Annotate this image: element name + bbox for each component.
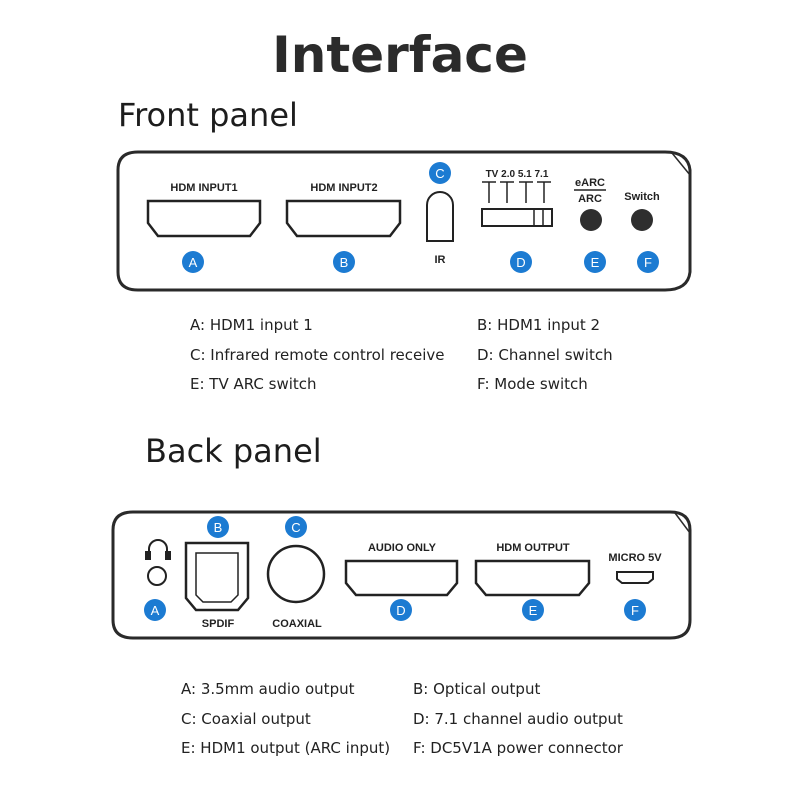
front-panel: HDM INPUT1 HDM INPUT2 IR TV 2.0 5.1 7.1 … <box>116 150 692 292</box>
front-panel-outline <box>116 150 692 292</box>
svg-text:F: F <box>631 603 639 618</box>
back-legend-d: D: 7.1 channel audio output <box>413 710 623 728</box>
svg-text:A: A <box>189 255 198 270</box>
back-legend-b: B: Optical output <box>413 680 541 698</box>
channel-ticks-label: TV 2.0 5.1 7.1 <box>486 169 549 180</box>
hdmi-input2-port <box>285 199 402 238</box>
svg-text:C: C <box>291 520 300 535</box>
front-legend-f: F: Mode switch <box>477 375 588 393</box>
earc-label: eARC <box>575 177 605 189</box>
svg-text:E: E <box>529 603 538 618</box>
back-badge-d: D <box>390 599 412 621</box>
switch-label: Switch <box>624 191 660 203</box>
svg-text:A: A <box>151 603 160 618</box>
front-panel-heading: Front panel <box>118 96 298 134</box>
page-title: Interface <box>272 26 528 84</box>
front-legend-b: B: HDM1 input 2 <box>477 316 601 334</box>
front-legend-c: C: Infrared remote control receive <box>190 346 445 364</box>
svg-text:F: F <box>644 255 652 270</box>
channel-tick-marks <box>482 181 551 203</box>
back-panel-outline <box>111 510 692 640</box>
back-panel-edge <box>674 512 691 534</box>
back-legend-a: A: 3.5mm audio output <box>181 680 355 698</box>
channel-switch-knob <box>533 208 544 227</box>
back-legend-e: E: HDM1 output (ARC input) <box>181 739 391 757</box>
coaxial-label: COAXIAL <box>272 618 322 630</box>
back-legend-f: F: DC5V1A power connector <box>413 739 623 757</box>
svg-text:D: D <box>516 255 525 270</box>
audio-jack-port <box>147 566 167 586</box>
micro-usb-port <box>616 571 654 584</box>
front-legend-a: A: HDM1 input 1 <box>190 316 313 334</box>
back-badge-c: C <box>285 516 307 538</box>
spdif-port-outer <box>184 541 250 612</box>
channel-switch <box>481 208 553 227</box>
front-legend-e: E: TV ARC switch <box>190 375 317 393</box>
svg-text:E: E <box>591 255 600 270</box>
back-badge-b: B <box>207 516 229 538</box>
back-badge-e: E <box>522 599 544 621</box>
coaxial-port <box>266 544 326 604</box>
mode-switch-button <box>631 209 653 231</box>
micro-5v-label: MICRO 5V <box>608 552 662 564</box>
spdif-port-inner <box>195 552 239 603</box>
front-badge-f: F <box>637 251 659 273</box>
back-badge-a: A <box>144 599 166 621</box>
back-panel: SPDIF COAXIAL AUDIO ONLY HDM OUTPUT MICR… <box>111 510 692 640</box>
front-badge-c: C <box>429 162 451 184</box>
hdmi-output-label: HDM OUTPUT <box>496 542 570 554</box>
hdmi-input2-label: HDM INPUT2 <box>310 182 377 194</box>
arc-button <box>580 209 602 231</box>
headphone-icon <box>145 539 171 560</box>
svg-text:C: C <box>435 166 444 181</box>
back-panel-heading: Back panel <box>145 432 322 470</box>
audio-only-hdmi-port <box>344 559 459 597</box>
ir-receiver <box>426 191 454 242</box>
hdmi-input1-port <box>146 199 262 238</box>
back-legend-c: C: Coaxial output <box>181 710 311 728</box>
front-panel-edge <box>671 152 691 176</box>
front-badge-a: A <box>182 251 204 273</box>
svg-text:B: B <box>340 255 349 270</box>
audio-only-label: AUDIO ONLY <box>368 542 437 554</box>
back-badge-f: F <box>624 599 646 621</box>
front-badge-b: B <box>333 251 355 273</box>
front-badge-e: E <box>584 251 606 273</box>
ir-label: IR <box>435 254 446 266</box>
front-legend-d: D: Channel switch <box>477 346 613 364</box>
spdif-label: SPDIF <box>202 618 235 630</box>
front-badge-d: D <box>510 251 532 273</box>
hdmi-input1-label: HDM INPUT1 <box>170 182 237 194</box>
arc-label: ARC <box>578 193 602 205</box>
hdmi-output-port <box>474 559 591 597</box>
svg-text:B: B <box>214 520 223 535</box>
svg-text:D: D <box>396 603 405 618</box>
